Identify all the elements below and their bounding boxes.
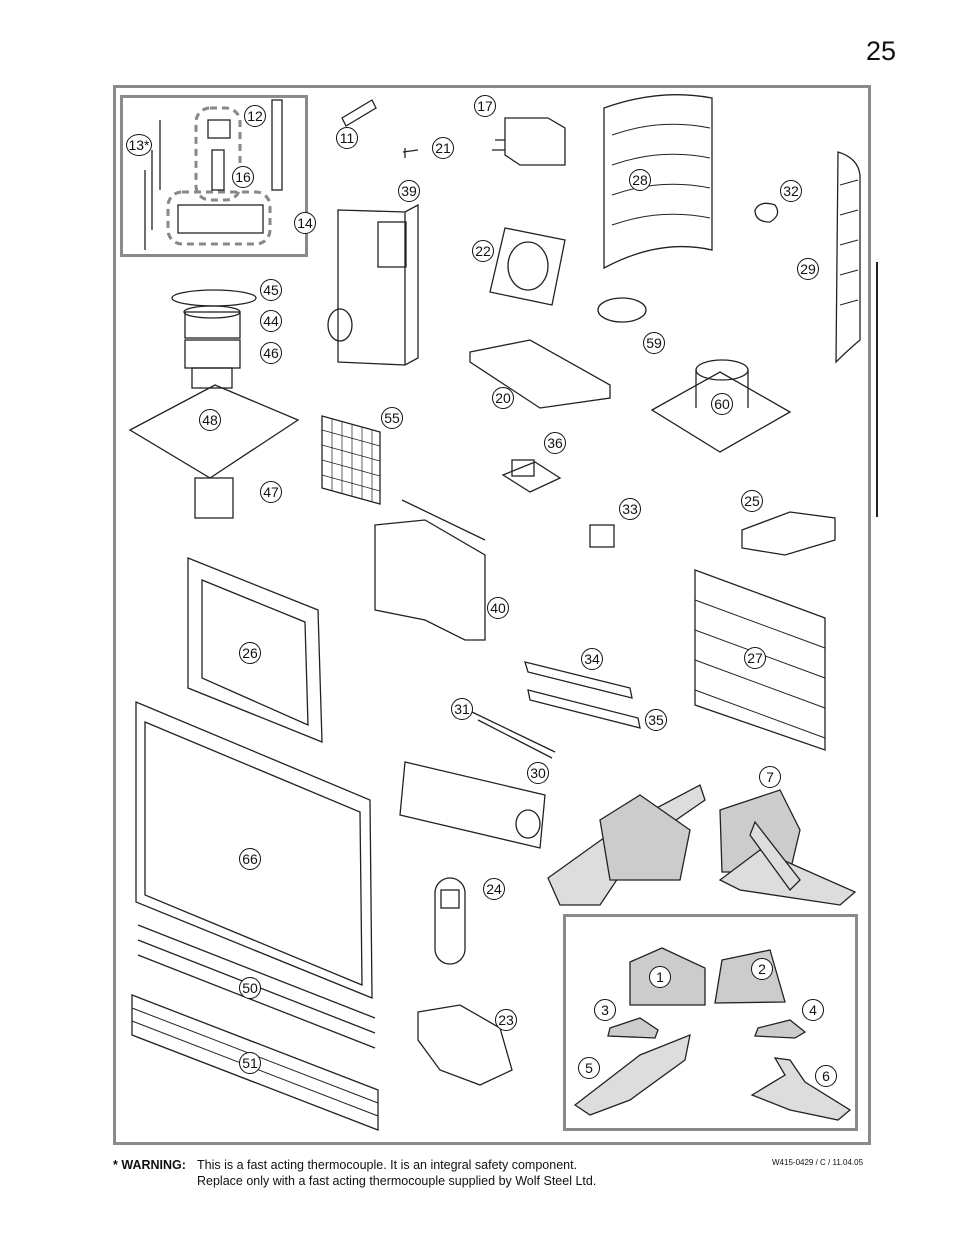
callout-26: 26 [239,642,261,664]
thermocouple [144,120,161,250]
wire-guard [321,415,381,505]
callout-5: 5 [578,1057,600,1079]
callout-45: 45 [260,279,282,301]
callout-12: 12 [244,105,266,127]
burner-tube [471,711,556,759]
remote-receiver [741,511,836,556]
remote-transmitter [434,877,466,965]
flex-pipe [194,477,234,519]
callout-59: 59 [643,332,665,354]
pilot-orifice [341,99,377,127]
side-brick-panel [835,151,861,364]
trim-ring [597,297,647,323]
control-module [501,461,562,493]
callout-35: 35 [645,709,667,731]
screw [402,148,419,158]
vent-box [337,203,419,366]
callout-6: 6 [815,1065,837,1087]
vent-collar [184,311,241,339]
callout-7: 7 [759,766,781,788]
callout-28: 28 [629,169,651,191]
gasket-strip-b [527,689,641,729]
margin-rule [876,262,878,517]
lower-louver [131,994,379,1131]
callout-17: 17 [474,95,496,117]
callout-60: 60 [711,393,733,415]
log-3 [607,1017,659,1039]
parts-diagram-frame [113,85,871,1145]
callout-20: 20 [492,387,514,409]
callout-50: 50 [239,977,261,999]
document-reference: W415-0429 / C / 11.04.05 [772,1158,864,1167]
heat-shield [469,339,611,409]
callout-31: 31 [451,698,473,720]
callout-55: 55 [381,407,403,429]
callout-23: 23 [495,1009,517,1031]
rocker-switch [589,524,615,548]
log-6 [750,1057,852,1121]
callout-16: 16 [232,166,254,188]
gasket-plate [489,227,566,306]
callout-51: 51 [239,1052,261,1074]
warning-note: * WARNING: This is a fast acting thermoco… [113,1157,596,1189]
pilot-hood-group [194,106,242,202]
pilot-assembly-inset [120,95,308,257]
curved-brick-panel [603,94,713,270]
clamp [754,202,779,223]
callout-36: 36 [544,432,566,454]
warning-line-2: Replace only with a fast acting thermoco… [197,1174,597,1188]
callout-34: 34 [581,648,603,670]
glass-door-frame [187,557,323,743]
callout-11: 11 [336,127,358,149]
callout-2: 2 [751,958,773,980]
pilot-bracket-group [166,190,272,246]
callout-3: 3 [594,999,616,1021]
callout-4: 4 [802,999,824,1021]
vent-cap-disc [171,289,257,307]
callout-48: 48 [199,409,221,431]
callout-14: 14 [294,212,316,234]
callout-32: 32 [780,180,802,202]
log-2 [714,949,786,1004]
log-5 [573,1033,691,1116]
log-4 [754,1019,807,1039]
callout-30: 30 [527,762,549,784]
gasket-strip [524,661,633,699]
page-number: 25 [866,36,897,66]
callout-33: 33 [619,498,641,520]
callout-24: 24 [483,878,505,900]
warning-line-1: This is a fast acting thermocouple. It i… [197,1158,578,1172]
gas-valve [492,117,566,166]
vent-plate [650,371,792,453]
callout-29: 29 [797,258,819,280]
callout-39: 39 [398,180,420,202]
callout-21: 21 [432,137,454,159]
blower-housing [374,519,486,641]
burner-assembly [399,761,546,849]
callout-47: 47 [260,481,282,503]
callout-40: 40 [487,597,509,619]
callout-27: 27 [744,647,766,669]
callout-44: 44 [260,310,282,332]
decorative-front [135,701,373,999]
callout-46: 46 [260,342,282,364]
callout-66: 66 [239,848,261,870]
igniter [271,99,283,191]
log-set-inset [563,914,858,1131]
flashing [128,384,300,479]
warning-label: * WARNING: [113,1158,186,1172]
callout-25: 25 [741,490,763,512]
callout-1: 1 [649,966,671,988]
callout-13: 13* [126,134,152,156]
blower-fan [417,1004,513,1086]
callout-22: 22 [472,240,494,262]
